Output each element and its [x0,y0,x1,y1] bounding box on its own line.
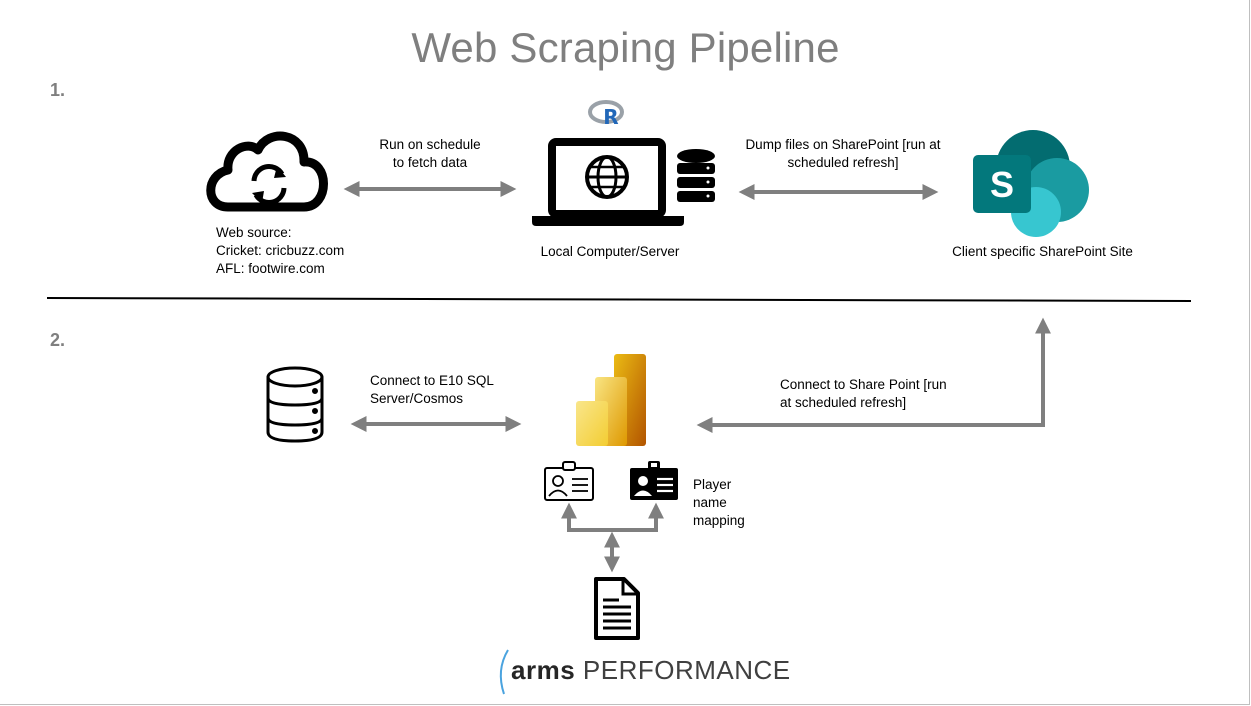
edge-label-line: scheduled refresh] [787,155,899,170]
sharepoint-label: Client specific SharePoint Site [952,244,1133,259]
document-icon [594,577,640,640]
player-mapping-line: name [693,495,727,510]
database-icon [677,149,715,202]
logo-word-arms: arms [511,655,576,685]
logo-swoosh-icon [499,649,509,695]
edge-label-connect-sql: Connect to E10 SQL Server/Cosmos [370,372,494,408]
edge-label-connect-sharepoint: Connect to Share Point [run at scheduled… [780,376,947,412]
web-source-line: Cricket: cricbuzz.com [216,243,345,258]
edge-label-line: to fetch data [392,155,468,170]
sharepoint-logo-icon: S [973,130,1089,237]
edge-label-line: Run on schedule [379,137,481,152]
edge-label-line: Dump files on SharePoint [run at [745,137,941,152]
edge-label-line: Server/Cosmos [370,391,464,406]
edge-label-dump-sharepoint: Dump files on SharePoint [run at schedul… [728,136,958,172]
player-mapping-line: mapping [693,513,745,528]
edge-label-line: Connect to E10 SQL [370,373,494,388]
sharepoint-logo-letter: S [990,164,1014,205]
laptop-globe-icon [532,138,684,226]
section-number-1: 1. [50,80,66,100]
database-outline-icon [266,366,324,443]
cloud-sync-icon [206,131,328,212]
arms-performance-logo: arms PERFORMANCE [511,655,791,686]
section-number-2: 2. [50,330,66,350]
web-source-label: Web source: Cricket: cricbuzz.com AFL: f… [216,224,344,278]
player-mapping-line: Player [693,477,732,492]
local-computer-label: Local Computer/Server [540,244,680,259]
arrow-player-cards-loop [561,502,664,532]
power-bi-logo-icon [576,354,646,446]
arrow-sharepoint-to-powerbi [696,317,1051,433]
page-title: Web Scraping Pipeline [411,24,840,71]
svg-text:R: R [603,105,618,129]
web-source-line: Web source: [216,225,292,240]
r-logo-icon: R [588,100,624,129]
id-card-filled-icon [630,461,678,500]
web-source-line: AFL: footwire.com [216,261,325,276]
logo-word-performance: PERFORMANCE [582,655,791,685]
edge-label-line: at scheduled refresh] [780,395,907,410]
edge-label-line: Connect to Share Point [run [780,377,947,392]
player-mapping-label: Player name mapping [693,476,745,530]
edge-label-schedule-fetch: Run on schedule to fetch data [340,136,520,172]
section-divider [46,297,1192,302]
id-card-outline-icon [544,461,594,501]
